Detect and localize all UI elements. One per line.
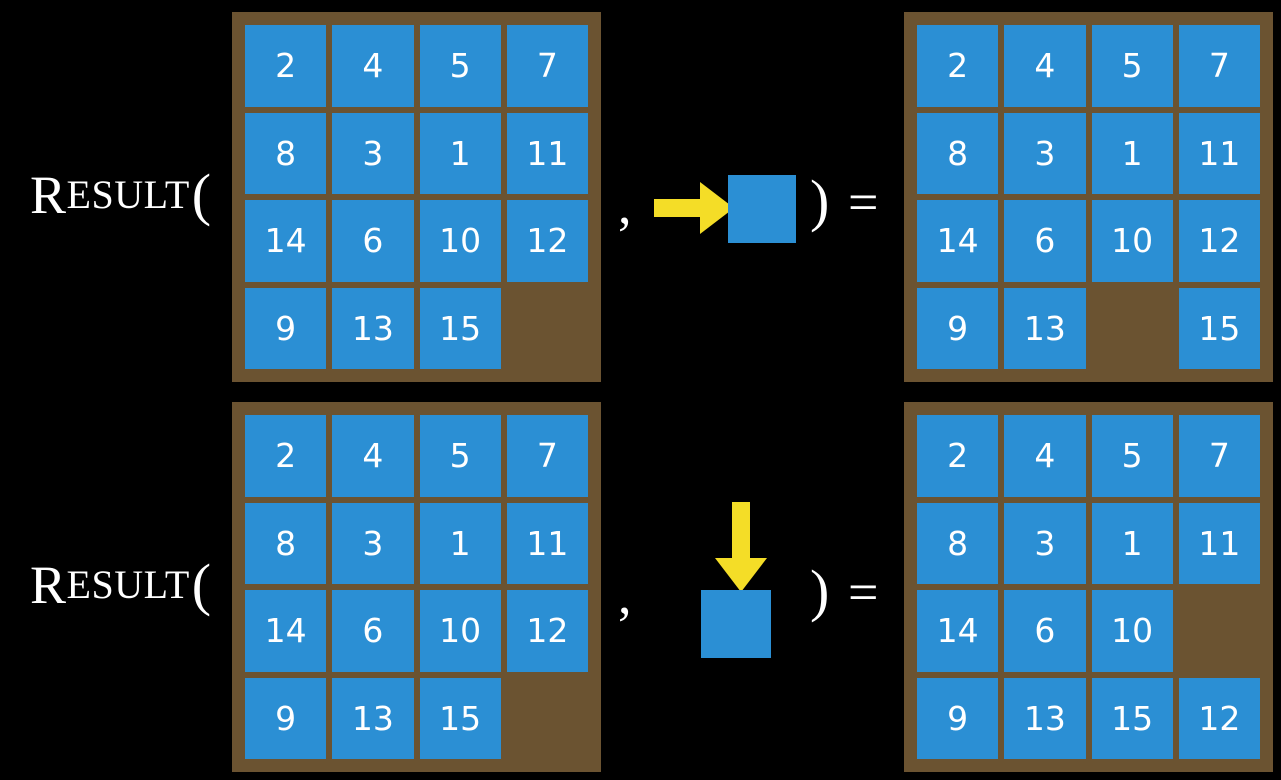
tile[interactable]: 10: [1091, 590, 1173, 672]
tile[interactable]: 14: [245, 590, 327, 672]
tile[interactable]: 8: [245, 112, 327, 194]
equals-sign-bottom: =: [848, 562, 879, 622]
open-paren-bottom: (: [191, 552, 212, 617]
tile[interactable]: 3: [332, 502, 414, 584]
tile[interactable]: 12: [1178, 677, 1260, 759]
operand-area-top: , ) =: [600, 0, 904, 390]
tile[interactable]: 12: [506, 590, 588, 672]
input-board-bottom[interactable]: 2 4 5 7 8 3 1 11 14 6 10 12 9 13 15: [232, 402, 601, 772]
operand-tile-top[interactable]: [728, 175, 796, 243]
tile[interactable]: 2: [245, 25, 327, 107]
blank-tile: [507, 678, 588, 760]
tile[interactable]: 3: [1004, 502, 1086, 584]
arrow-down-icon: [715, 502, 767, 592]
result-label-rest-top: ESULT: [66, 172, 190, 217]
tile[interactable]: 1: [419, 502, 501, 584]
board-grid: 2 4 5 7 8 3 1 11 14 6 10 9 13 15 12: [917, 415, 1260, 759]
blank-tile: [1179, 590, 1260, 672]
tile[interactable]: 1: [1091, 112, 1173, 194]
tile[interactable]: 10: [1091, 200, 1173, 282]
tile[interactable]: 5: [419, 25, 501, 107]
comma-separator-top: ,: [618, 175, 632, 235]
tile[interactable]: 10: [419, 200, 501, 282]
arrow-right-icon: [654, 182, 734, 234]
tile[interactable]: 5: [1091, 415, 1173, 497]
tile[interactable]: 9: [245, 287, 327, 369]
board-grid: 2 4 5 7 8 3 1 11 14 6 10 12 9 13 15: [245, 415, 588, 759]
tile[interactable]: 4: [1004, 415, 1086, 497]
tile[interactable]: 14: [245, 200, 327, 282]
result-label-cap-top: R: [30, 165, 67, 225]
tile[interactable]: 2: [917, 25, 999, 107]
tile[interactable]: 14: [917, 590, 999, 672]
operand-area-bottom: , ) =: [600, 390, 904, 780]
tile[interactable]: 11: [506, 502, 588, 584]
tile[interactable]: 4: [1004, 25, 1086, 107]
input-board-top[interactable]: 2 4 5 7 8 3 1 11 14 6 10 12 9 13 15: [232, 12, 601, 382]
tile[interactable]: 15: [419, 677, 501, 759]
tile[interactable]: 1: [419, 112, 501, 194]
tile[interactable]: 9: [245, 677, 327, 759]
blank-tile: [507, 288, 588, 370]
tile[interactable]: 13: [1004, 677, 1086, 759]
tile[interactable]: 11: [506, 112, 588, 194]
tile[interactable]: 5: [419, 415, 501, 497]
tile[interactable]: 7: [506, 415, 588, 497]
tile[interactable]: 2: [245, 415, 327, 497]
tile[interactable]: 13: [332, 677, 414, 759]
tile[interactable]: 8: [917, 112, 999, 194]
tile[interactable]: 15: [419, 287, 501, 369]
tile[interactable]: 15: [1091, 677, 1173, 759]
board-grid: 2 4 5 7 8 3 1 11 14 6 10 12 9 13 15: [245, 25, 588, 369]
tile[interactable]: 3: [332, 112, 414, 194]
tile[interactable]: 6: [332, 200, 414, 282]
close-paren-bottom: ): [810, 558, 830, 623]
tile[interactable]: 13: [1004, 287, 1086, 369]
tile[interactable]: 6: [1004, 590, 1086, 672]
tile[interactable]: 7: [1178, 415, 1260, 497]
tile[interactable]: 3: [1004, 112, 1086, 194]
tile[interactable]: 2: [917, 415, 999, 497]
tile[interactable]: 14: [917, 200, 999, 282]
comma-separator-bottom: ,: [618, 565, 632, 625]
result-label-rest-bottom: ESULT: [66, 562, 190, 607]
open-paren-top: (: [191, 162, 212, 227]
tile[interactable]: 5: [1091, 25, 1173, 107]
tile[interactable]: 12: [506, 200, 588, 282]
tile[interactable]: 10: [419, 590, 501, 672]
tile[interactable]: 1: [1091, 502, 1173, 584]
operand-tile-bottom[interactable]: [701, 590, 771, 658]
tile[interactable]: 7: [1178, 25, 1260, 107]
tile[interactable]: 8: [245, 502, 327, 584]
blank-tile: [1092, 288, 1173, 370]
tile[interactable]: 6: [1004, 200, 1086, 282]
tile[interactable]: 6: [332, 590, 414, 672]
tile[interactable]: 4: [332, 415, 414, 497]
equals-sign-top: =: [848, 172, 879, 232]
output-board-top[interactable]: 2 4 5 7 8 3 1 11 14 6 10 12 9 13 15: [904, 12, 1273, 382]
close-paren-top: ): [810, 168, 830, 233]
tile[interactable]: 9: [917, 677, 999, 759]
tile[interactable]: 9: [917, 287, 999, 369]
tile[interactable]: 13: [332, 287, 414, 369]
tile[interactable]: 7: [506, 25, 588, 107]
tile[interactable]: 15: [1178, 287, 1260, 369]
tile[interactable]: 12: [1178, 200, 1260, 282]
tile[interactable]: 8: [917, 502, 999, 584]
output-board-bottom[interactable]: 2 4 5 7 8 3 1 11 14 6 10 9 13 15 12: [904, 402, 1273, 772]
tile[interactable]: 11: [1178, 112, 1260, 194]
tile[interactable]: 11: [1178, 502, 1260, 584]
tile[interactable]: 4: [332, 25, 414, 107]
result-label-cap-bottom: R: [30, 555, 67, 615]
board-grid: 2 4 5 7 8 3 1 11 14 6 10 12 9 13 15: [917, 25, 1260, 369]
